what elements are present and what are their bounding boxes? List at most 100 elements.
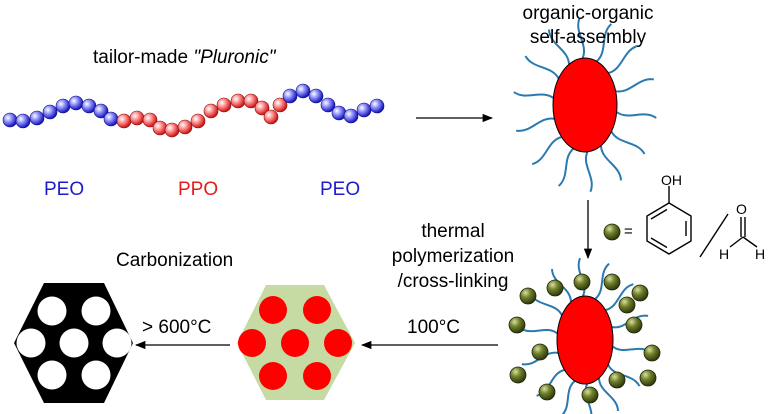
resol-bead [643,344,661,362]
peo-bead [356,102,372,118]
polymer-tail [548,29,570,65]
peo-bead [103,111,119,127]
label-thermal-line2: polymerization [391,246,515,267]
resol-bead [509,366,527,384]
polymer-tail [595,23,613,63]
ppo-bead [272,97,288,113]
polymer-tail [616,111,657,119]
peo-bead [320,97,336,113]
resol-bead [538,383,556,401]
carbon-pore [59,328,89,358]
peo-bead [295,83,311,99]
red-pore [259,362,287,390]
peo-bead [2,112,18,128]
micelle-core [556,295,614,385]
polymer-tail [615,78,654,93]
label-peo-right: PEO [320,179,361,200]
label-oh: OH [661,172,682,188]
label-self-assembly: organic-organic self-assembly [512,2,664,50]
peo-bead [42,104,58,120]
carbon-pore [102,328,132,358]
pluronic-title-prefix: tailor-made [93,47,194,68]
peo-bead [331,105,347,121]
label-thermal-line3: /cross-linking [397,271,509,292]
peo-bead [68,95,84,111]
carbon-pore [81,296,111,326]
polymer-tail [598,377,619,412]
mesoporous-carbon [14,283,133,403]
carbon-pore [37,360,67,390]
label-carbonyl-o: O [736,201,747,217]
resol-bead [531,343,549,361]
resol-bead [631,284,649,302]
formaldehyde-structure-icon [729,217,758,248]
ppo-bead [254,100,270,116]
polymer-tail [513,91,554,99]
ppo-bead [177,119,193,135]
ppo-bead [216,97,232,113]
label-thermal-polymerization: thermal polymerization /cross-linking [383,219,523,294]
micelle-resol-composite [508,257,661,414]
phenol-structure-icon [646,186,692,255]
peo-bead [282,88,298,104]
micelle-core [552,57,618,153]
resol-bead [625,316,643,334]
polymer-tail [600,145,622,181]
resol-bead [608,371,626,389]
ppo-bead [142,112,158,128]
polymer-tail [561,380,576,414]
red-pore [324,329,352,357]
peo-bead [308,88,324,104]
pluronic-title: tailor-made "Pluronic" [93,47,275,69]
red-pore [303,296,331,324]
label-carbonization: Carbonization [116,250,234,271]
resol-bead [581,386,599,404]
polymer-tail [608,44,639,74]
ppo-bead [243,93,259,109]
red-pore [238,329,266,357]
peo-bead [55,98,71,114]
polymer-tail [516,117,555,132]
ppo-bead [116,113,132,129]
polymer-tail [605,283,634,312]
polymer-tail [531,136,562,166]
ppo-bead [203,103,219,119]
carbon-pore [37,296,67,326]
label-thermal-line1: thermal [421,221,485,242]
red-pore [303,362,331,390]
carbon-pore [81,360,111,390]
resol-bead [639,369,657,387]
polymer-mesostructure [237,285,355,400]
red-pore [259,296,287,324]
resol-bead [519,287,537,305]
peo-bead [343,108,359,124]
ppo-bead [129,110,145,126]
polymer-tail [577,17,585,59]
ppo-bead [152,120,168,136]
polymer-tail [519,326,558,335]
ppo-bead [190,113,206,129]
ppo-bead [164,122,180,138]
label-peo-left: PEO [44,179,85,200]
label-temp-100: 100°C [407,317,461,338]
polymer-tail [585,151,593,193]
peo-bead [369,98,385,114]
pluronic-chain [2,83,385,138]
label-ppo: PPO [178,179,219,200]
red-pore [281,329,309,357]
label-equals: = [624,223,633,240]
carbon-pore [16,328,46,358]
resol-bead [508,316,526,334]
pluronic-title-name: "Pluronic" [193,47,276,68]
polymer-tail [610,130,646,155]
resol-bead [573,273,591,291]
label-self-assembly-line1: organic-organic [522,3,654,24]
label-temp-600: > 600°C [142,317,212,338]
resol-bead [546,279,564,297]
polymer-tail [524,55,560,80]
label-self-assembly-line2: self-assembly [529,27,647,48]
resol-bead [618,296,636,314]
peo-bead [29,110,45,126]
resol-bead [603,273,621,291]
